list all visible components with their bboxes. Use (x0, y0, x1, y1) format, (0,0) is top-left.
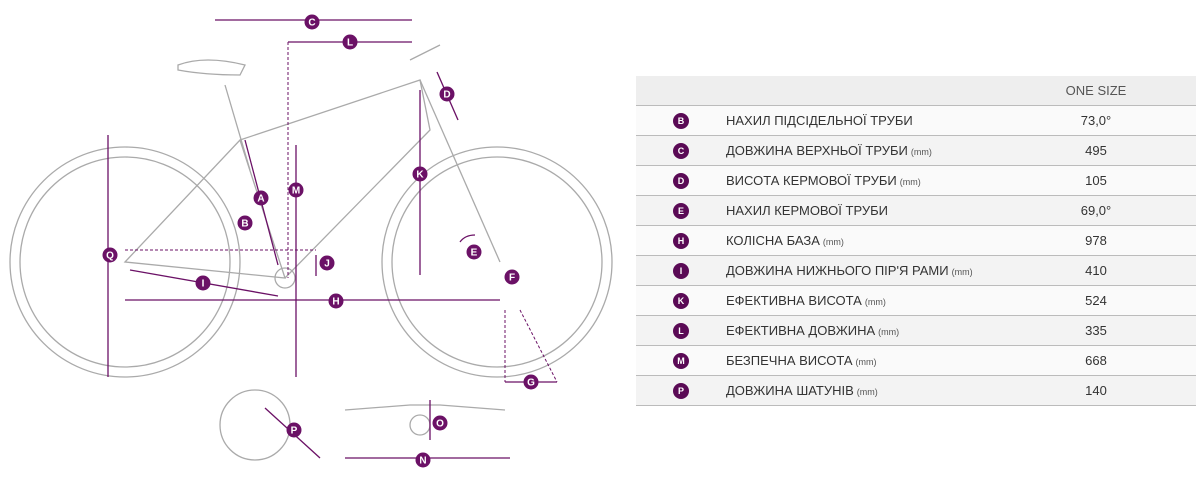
row-unit: (mm) (951, 267, 973, 277)
label-badge-C (304, 14, 320, 30)
row-key-badge: B (673, 113, 689, 129)
row-name: ДОВЖИНА ВЕРХНЬОЇ ТРУБИ (726, 143, 908, 158)
label-badge-F (504, 269, 520, 285)
table-row: M БЕЗПЕЧНА ВИСОТА(mm) 668 (636, 345, 1196, 376)
bike-geometry-diagram: C L D M K A B Q J E I F H G P O N (9, 14, 613, 468)
row-name: НАХИЛ ПІДСІДЕЛЬНОЇ ТРУБИ (726, 113, 913, 128)
label-badge-I (195, 275, 211, 291)
row-key-badge: D (673, 173, 689, 189)
table-row: D ВИСОТА КЕРМОВОЇ ТРУБИ(mm) 105 (636, 165, 1196, 196)
row-unit: (mm) (864, 297, 886, 307)
row-key-badge: E (673, 203, 689, 219)
row-value: 410 (996, 255, 1196, 286)
row-name: ЕФЕКТИВНА ДОВЖИНА (726, 323, 876, 338)
label-badge-G (523, 374, 539, 390)
label-badge-E (466, 244, 482, 260)
label-G: G (527, 378, 535, 389)
row-value: 495 (996, 135, 1196, 166)
row-value: 668 (996, 345, 1196, 376)
label-I: I (202, 279, 205, 290)
table-row: C ДОВЖИНА ВЕРХНЬОЇ ТРУБИ(mm) 495 (636, 135, 1196, 166)
label-Q: Q (106, 251, 114, 262)
bike-outline (9, 44, 613, 461)
row-key-badge: I (673, 263, 689, 279)
label-badge-B (237, 215, 253, 231)
label-H: H (332, 297, 339, 308)
row-value: 978 (996, 225, 1196, 256)
row-unit: (mm) (822, 237, 844, 247)
row-value: 335 (996, 315, 1196, 346)
label-E: E (471, 248, 478, 259)
row-key-badge: L (673, 323, 689, 339)
label-J: J (324, 259, 330, 270)
row-unit: (mm) (910, 147, 932, 157)
table-row: L ЕФЕКТИВНА ДОВЖИНА(mm) 335 (636, 315, 1196, 346)
label-badge-H (328, 293, 344, 309)
label-badge-L (342, 34, 358, 50)
table-row: E НАХИЛ КЕРМОВОЇ ТРУБИ 69,0° (636, 195, 1196, 226)
row-unit: (mm) (855, 357, 877, 367)
row-key-badge: P (673, 383, 689, 399)
table-row: I ДОВЖИНА НИЖНЬОГО ПІР'Я РАМИ(mm) 410 (636, 255, 1196, 286)
size-column-header: ONE SIZE (996, 76, 1196, 106)
label-badge-P (286, 422, 302, 438)
row-value: 69,0° (996, 195, 1196, 226)
label-L: L (347, 38, 353, 49)
label-P: P (291, 426, 298, 437)
row-name: ЕФЕКТИВНА ВИСОТА (726, 293, 862, 308)
row-name: КОЛІСНА БАЗА (726, 233, 820, 248)
label-badge-D (439, 86, 455, 102)
row-value: 105 (996, 165, 1196, 196)
row-unit: (mm) (856, 387, 878, 397)
row-unit: (mm) (899, 177, 921, 187)
row-value: 524 (996, 285, 1196, 316)
label-B: B (241, 219, 248, 230)
table-row: H КОЛІСНА БАЗА(mm) 978 (636, 225, 1196, 256)
row-name: НАХИЛ КЕРМОВОЇ ТРУБИ (726, 203, 888, 218)
row-key-badge: K (673, 293, 689, 309)
row-unit: (mm) (878, 327, 900, 337)
row-key-badge: M (673, 353, 689, 369)
table-row: P ДОВЖИНА ШАТУНІВ(mm) 140 (636, 375, 1196, 406)
label-M: M (292, 186, 300, 197)
label-badge-Q (102, 247, 118, 263)
row-name: БЕЗПЕЧНА ВИСОТА (726, 353, 853, 368)
row-key-badge: H (673, 233, 689, 249)
row-name: ДОВЖИНА ШАТУНІВ (726, 383, 854, 398)
label-F: F (509, 273, 515, 284)
row-value: 73,0° (996, 105, 1196, 136)
row-name: ДОВЖИНА НИЖНЬОГО ПІР'Я РАМИ (726, 263, 949, 278)
label-D: D (443, 90, 450, 101)
guide-lines (125, 42, 558, 383)
table-row: K ЕФЕКТИВНА ВИСОТА(mm) 524 (636, 285, 1196, 316)
label-O: O (436, 419, 444, 430)
row-value: 140 (996, 375, 1196, 406)
label-A: A (257, 194, 264, 205)
table-header: ONE SIZE (636, 76, 1196, 106)
label-badge-M (288, 182, 304, 198)
label-badge-J (319, 255, 335, 271)
row-name: ВИСОТА КЕРМОВОЇ ТРУБИ (726, 173, 897, 188)
label-badge-N (415, 452, 431, 468)
label-badge-K (412, 166, 428, 182)
geometry-table: ONE SIZE B НАХИЛ ПІДСІДЕЛЬНОЇ ТРУБИ 73,0… (636, 76, 1196, 406)
label-K: K (416, 170, 424, 181)
label-C: C (308, 18, 315, 29)
label-N: N (419, 456, 426, 467)
label-badge-O (432, 415, 448, 431)
label-badge-A (253, 190, 269, 206)
table-row: B НАХИЛ ПІДСІДЕЛЬНОЇ ТРУБИ 73,0° (636, 105, 1196, 136)
row-key-badge: C (673, 143, 689, 159)
